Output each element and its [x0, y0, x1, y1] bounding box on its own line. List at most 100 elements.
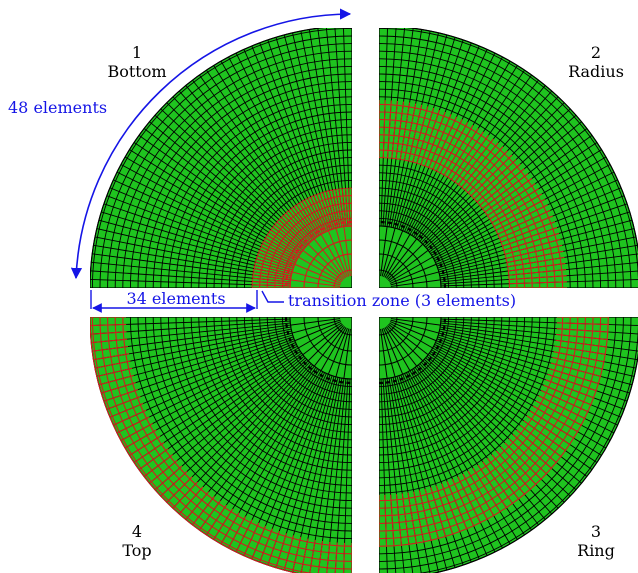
- core-boundary: [284, 317, 352, 385]
- core-radial: [327, 327, 348, 375]
- core-radial: [390, 318, 441, 326]
- mesh-radial-highlight: [101, 382, 136, 394]
- mesh-radial-highlight: [436, 119, 463, 172]
- mesh-radial-highlight: [154, 465, 183, 491]
- core-radial: [290, 279, 341, 287]
- mesh-radial-highlight: [505, 244, 563, 260]
- mesh-radial-highlight: [382, 100, 386, 159]
- mesh-radial-highlight: [554, 345, 607, 356]
- core-radial: [294, 321, 342, 342]
- mesh-radial-highlight: [185, 491, 210, 520]
- core-radial: [381, 328, 396, 378]
- mesh-radial-highlight: [503, 232, 560, 251]
- mesh-radial-highlight: [198, 500, 221, 531]
- mesh-radial-highlight: [91, 338, 128, 344]
- mesh-radial-highlight: [457, 138, 494, 186]
- mesh-radial-highlight: [508, 275, 567, 281]
- mesh-radial-highlight: [138, 448, 169, 471]
- mesh-radial-highlight: [523, 420, 567, 452]
- mesh-radial-highlight: [467, 470, 495, 517]
- mesh-radial-highlight: [500, 446, 537, 486]
- mesh-radial-highlight: [90, 323, 127, 327]
- mesh-radial-highlight: [435, 485, 454, 535]
- core-radial: [389, 256, 433, 283]
- mesh-radial-highlight: [124, 429, 157, 449]
- angular-elements-arrow: [70, 8, 352, 280]
- mesh-radial-highlight: [447, 128, 479, 178]
- core-radial: [383, 327, 404, 375]
- mesh-radial-highlight: [543, 384, 592, 406]
- mesh-radial-highlight: [504, 442, 543, 481]
- mesh-radial-highlight: [235, 519, 253, 553]
- mesh-radial-highlight: [526, 415, 571, 446]
- mesh-radial-highlight: [430, 487, 447, 538]
- mesh-radial-highlight: [432, 116, 458, 170]
- mesh-radial-highlight: [451, 478, 475, 527]
- mesh-radial-highlight: [391, 100, 398, 159]
- mesh-radial-highlight: [491, 454, 526, 496]
- mesh-radial-highlight: [401, 493, 410, 546]
- core-radial: [390, 319, 440, 334]
- mesh-radial-highlight: [481, 173, 529, 210]
- core-radial: [302, 323, 343, 356]
- core-radial: [385, 238, 418, 279]
- mesh-radial-highlight: [94, 360, 131, 369]
- quadrant-3-label: Ring: [577, 541, 615, 560]
- mesh-radial-highlight: [133, 442, 165, 464]
- mesh-radial-highlight: [116, 416, 150, 434]
- mesh-radial-highlight: [403, 103, 417, 161]
- core-radial: [380, 328, 388, 379]
- mesh-radial-highlight: [441, 483, 461, 533]
- mesh-radial-highlight: [424, 111, 446, 167]
- mesh-radial-highlight: [450, 131, 484, 181]
- mesh-radial-highlight: [532, 405, 579, 433]
- mesh-radial-highlight: [92, 345, 129, 352]
- mesh-radial-highlight: [443, 124, 474, 176]
- mesh-radial-highlight: [418, 490, 432, 542]
- mesh-radial-highlight: [549, 368, 600, 385]
- mesh-radial-highlight: [556, 322, 609, 326]
- core-radial: [388, 249, 429, 282]
- mesh-radial-highlight: [462, 473, 488, 521]
- mesh-radial-highlight: [395, 494, 403, 546]
- quadrant-top-mesh: [90, 317, 352, 573]
- radial-elements-label: 34 elements: [126, 289, 225, 308]
- quadrant-ring-mesh: [379, 317, 638, 573]
- mesh-radial-highlight: [113, 409, 147, 426]
- quadrant-3-number: 3: [591, 522, 601, 541]
- mesh-radial-highlight: [476, 163, 521, 203]
- core-radial: [389, 263, 437, 284]
- core-radial: [335, 328, 350, 378]
- mesh-radial-highlight: [482, 461, 514, 505]
- mesh-radial-highlight: [412, 106, 429, 163]
- core-boundary: [379, 317, 447, 385]
- quadrant-1-label: Bottom: [107, 62, 166, 81]
- mesh-radial-highlight: [428, 114, 452, 169]
- mesh-radial-highlight: [504, 238, 561, 255]
- mesh-radial-highlight: [556, 333, 608, 341]
- mesh-radial-highlight: [501, 227, 558, 247]
- mesh-radial-highlight: [129, 435, 161, 456]
- mesh-radial-highlight: [508, 438, 548, 475]
- mesh-radial-highlight: [386, 100, 392, 159]
- mesh-radial-highlight: [472, 467, 501, 513]
- mesh-radial-highlight: [500, 221, 556, 243]
- mesh-radial-highlight: [395, 101, 405, 160]
- mesh-radial-highlight: [555, 339, 608, 348]
- mesh-radial-highlight: [178, 486, 204, 515]
- mesh-radial-highlight: [489, 188, 539, 220]
- mesh-radial-highlight: [519, 424, 562, 458]
- mesh-radial-highlight: [464, 146, 504, 191]
- mesh-radial-highlight: [384, 494, 388, 547]
- mesh-radial-highlight: [317, 540, 324, 573]
- quadrant-2-label: Radius: [568, 62, 624, 81]
- mesh-radial-highlight: [407, 104, 423, 162]
- mesh-radial-highlight: [550, 362, 602, 378]
- mesh-radial-highlight: [228, 516, 246, 549]
- quadrant-4-number: 4: [132, 522, 142, 541]
- core-radial: [387, 325, 424, 362]
- mesh-radial-highlight: [506, 250, 564, 264]
- mesh-radial-highlight: [486, 183, 536, 217]
- mesh-radial-highlight: [399, 102, 411, 160]
- mesh-radial-highlight: [413, 491, 425, 543]
